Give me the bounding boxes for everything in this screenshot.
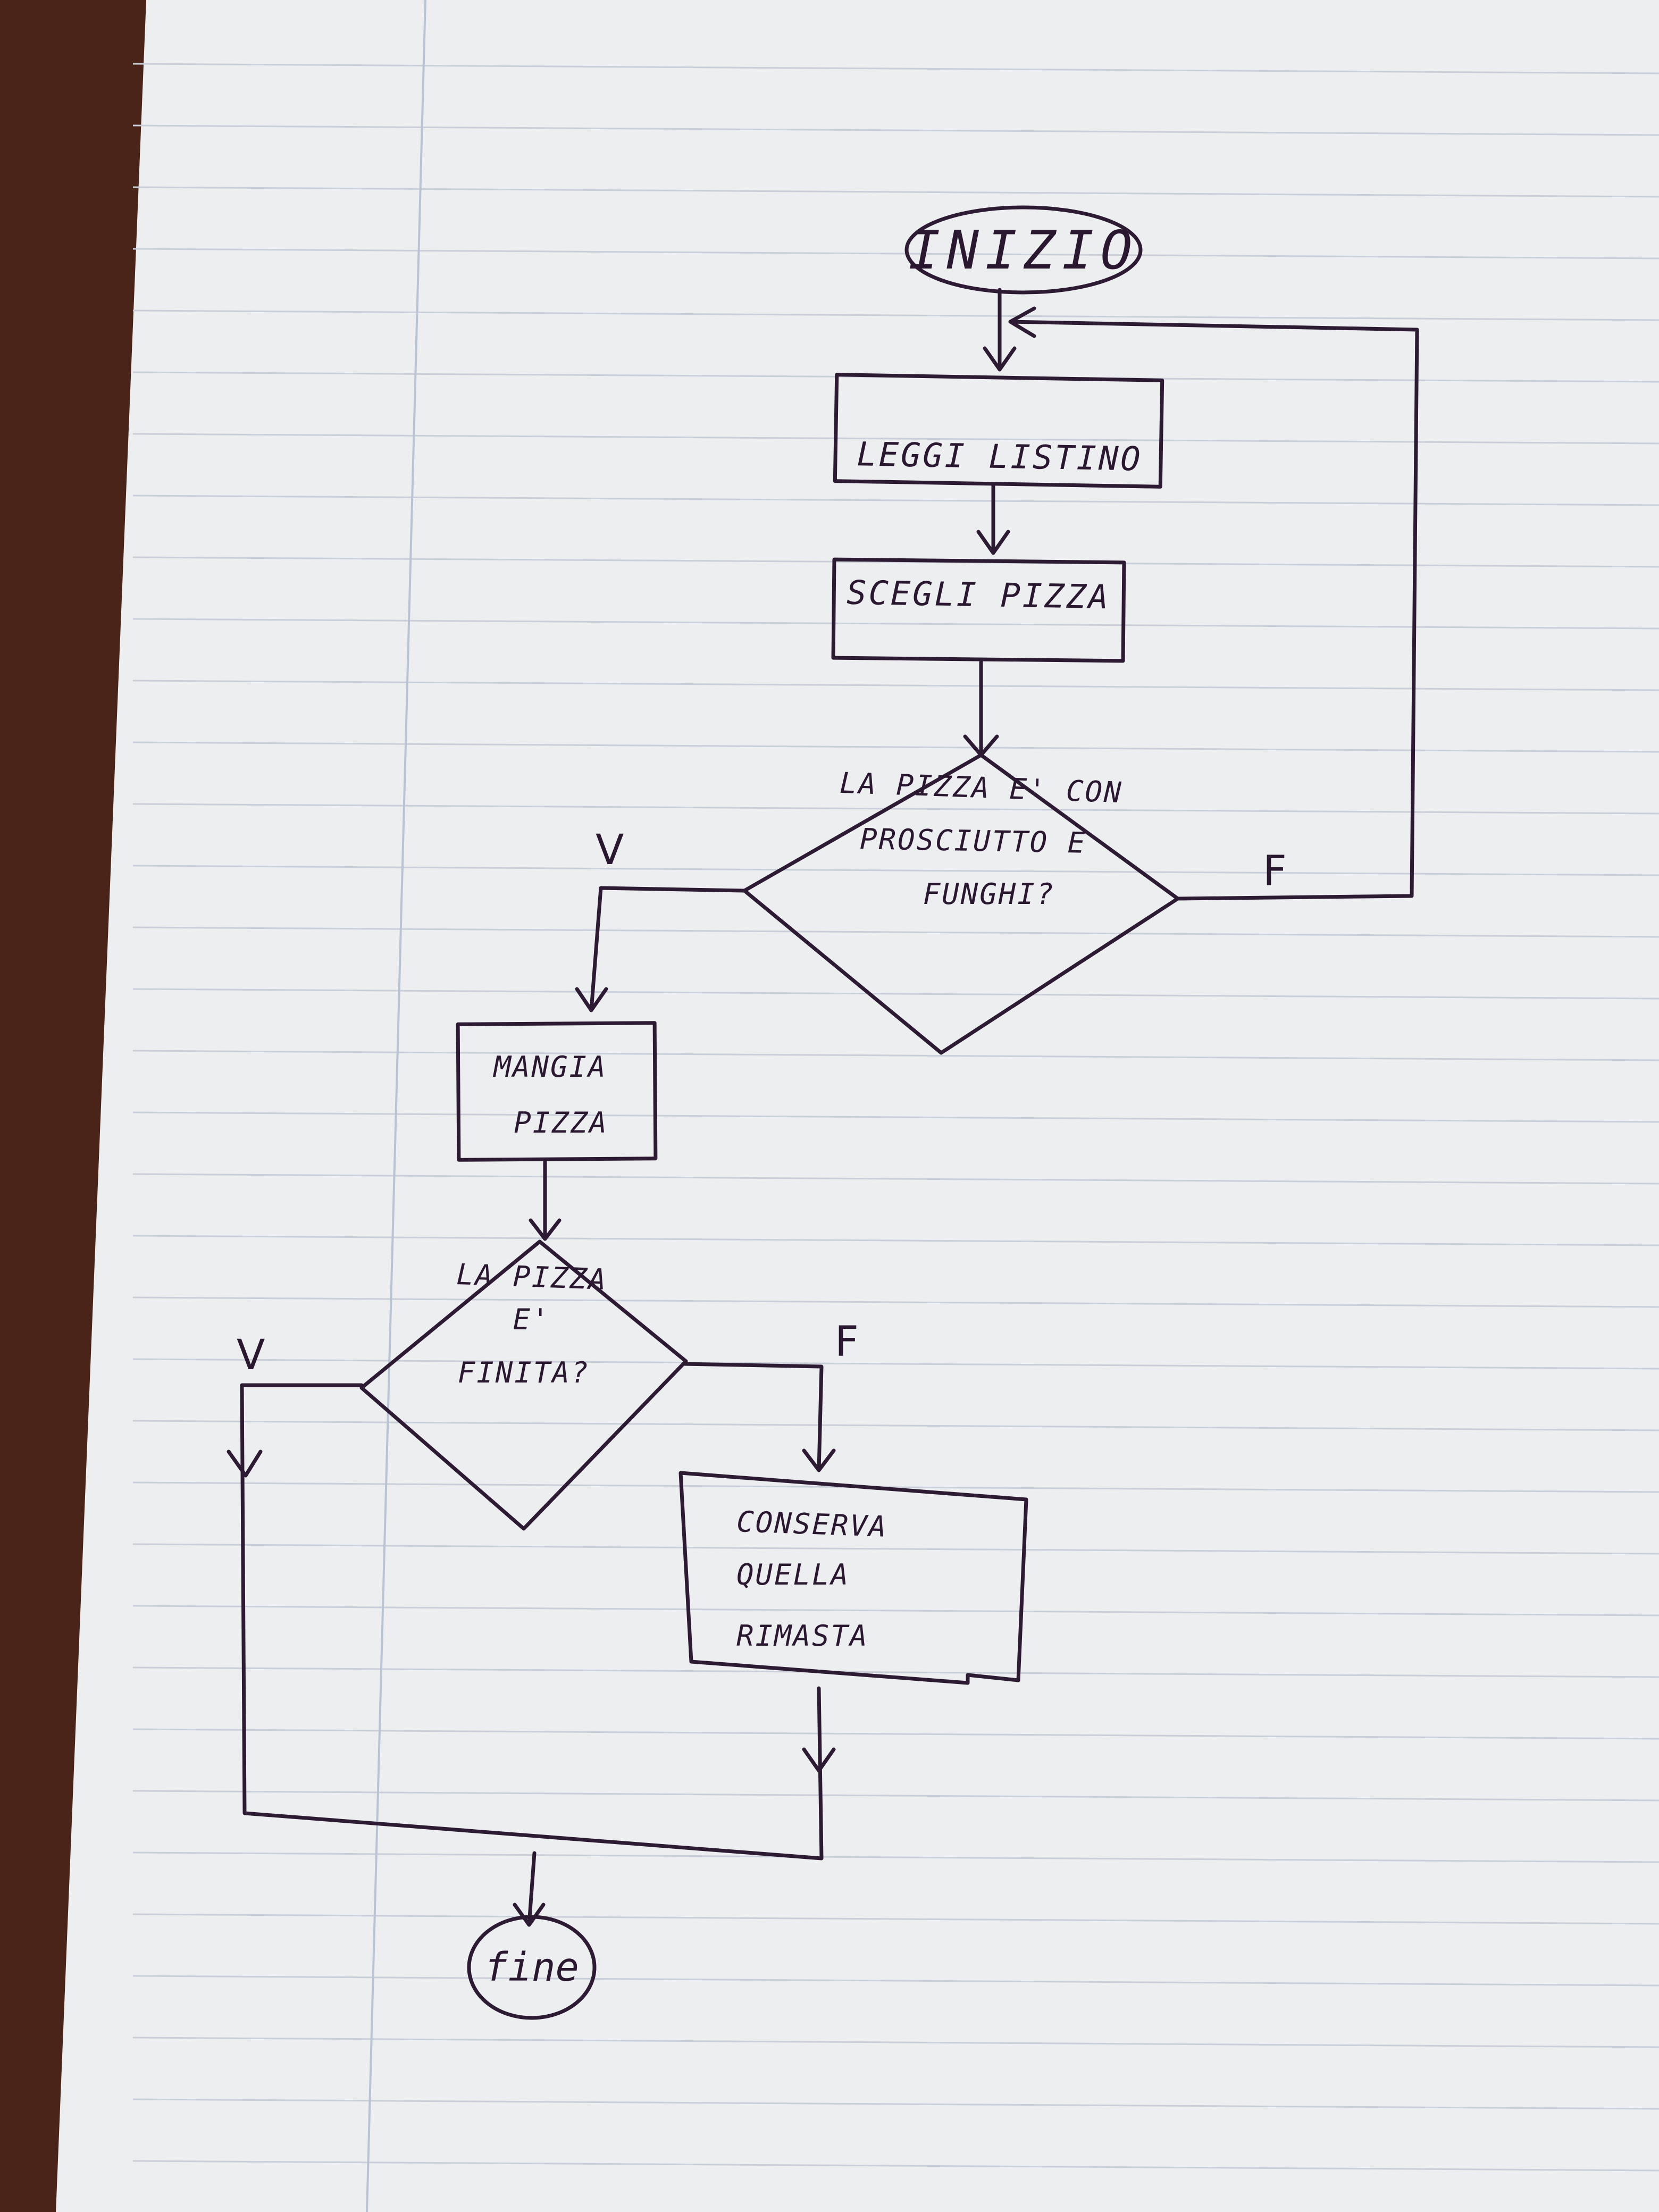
ruled-line: [132, 1296, 1659, 1308]
ruled-line: [132, 1173, 1659, 1185]
decision-ham-mushroom: [742, 753, 1180, 1055]
ruled-line: [132, 556, 1659, 568]
margin-line: [366, 0, 426, 2212]
ruled-line: [132, 2098, 1659, 2110]
arrow-loop-false: [1008, 306, 1419, 901]
read-menu-label: LEGGI LISTINO: [857, 434, 1143, 478]
ruled-line: [132, 495, 1659, 506]
ruled-line: [132, 1235, 1659, 1246]
ruled-line: [132, 1605, 1659, 1616]
ruled-line: [132, 1481, 1659, 1493]
ruled-line: [132, 2037, 1659, 2048]
ruled-line: [132, 926, 1659, 938]
arrow-start-to-read: [983, 288, 1017, 372]
ruled-line: [132, 1790, 1659, 1802]
ruled-line: [132, 1543, 1659, 1555]
arrow-eat-to-decision: [529, 1160, 562, 1241]
start-label: INIZIO: [908, 219, 1138, 281]
ruled-line: [132, 1111, 1659, 1123]
save-rest-line-3: RIMASTA: [736, 1619, 869, 1653]
paper-sheet: [56, 0, 1659, 2212]
ruled-line: [132, 2160, 1659, 2172]
ruled-line: [132, 680, 1659, 691]
ruled-line: [132, 1851, 1659, 1863]
eat-pizza-line-2: PIZZA: [514, 1106, 608, 1139]
decision-finished-line-2: E': [513, 1303, 550, 1336]
ruled-line: [132, 1975, 1659, 1987]
branch-ham-false: F: [1263, 848, 1287, 895]
ruled-line: [132, 741, 1659, 753]
arrow-merge-to-end: [513, 1851, 546, 1927]
decision-ham-line-2: PROSCIUTTO E: [860, 822, 1087, 859]
branch-ham-true: V: [596, 826, 624, 874]
eat-pizza-line-1: MANGIA: [492, 1050, 607, 1084]
save-rest-line-1: CONSERVA: [736, 1505, 888, 1544]
ruled-line: [132, 433, 1659, 445]
ruled-line: [132, 618, 1659, 630]
decision-finished-line-1: LA PIZZA: [456, 1258, 608, 1296]
decision-finished-line-3: FINITA?: [458, 1356, 590, 1389]
ruled-lines: [132, 63, 1659, 2172]
ruled-line: [132, 1728, 1659, 1740]
process-save-rest: [678, 1471, 1028, 1685]
ruled-line: [132, 1666, 1659, 1678]
start-terminal: [904, 205, 1143, 295]
ruled-line: [132, 124, 1659, 136]
ruled-line: [132, 248, 1659, 259]
save-rest-line-2: QUELLA: [736, 1558, 850, 1591]
ruled-line: [132, 988, 1659, 1000]
ruled-line: [132, 803, 1659, 815]
ruled-line: [132, 865, 1659, 876]
arrow-finished-false: [681, 1362, 836, 1472]
ruled-line: [132, 63, 1659, 74]
arrow-finished-true: [227, 1383, 836, 1861]
connectors: [227, 288, 1419, 1927]
shapes: [359, 205, 1180, 2020]
end-terminal: [467, 1915, 597, 2020]
process-choose-pizza: [831, 557, 1126, 663]
ruled-line: [132, 1050, 1659, 1061]
process-eat-pizza: [456, 1021, 658, 1162]
ruled-line: [132, 186, 1659, 198]
decision-ham-line-3: FUNGHI?: [923, 877, 1055, 911]
decision-pizza-finished: [359, 1239, 688, 1531]
choose-pizza-label: SCEGLI PIZZA: [847, 573, 1111, 617]
branch-finished-false: F: [835, 1318, 859, 1366]
arrow-ham-true: [575, 886, 747, 1012]
branch-finished-true: V: [237, 1331, 265, 1379]
ruled-line: [132, 1913, 1659, 1925]
end-label: fine: [484, 1945, 579, 1990]
arrow-read-to-choose: [976, 482, 1010, 555]
ruled-line: [132, 1358, 1659, 1370]
process-read-menu: [833, 373, 1164, 489]
ruled-line: [132, 309, 1659, 321]
